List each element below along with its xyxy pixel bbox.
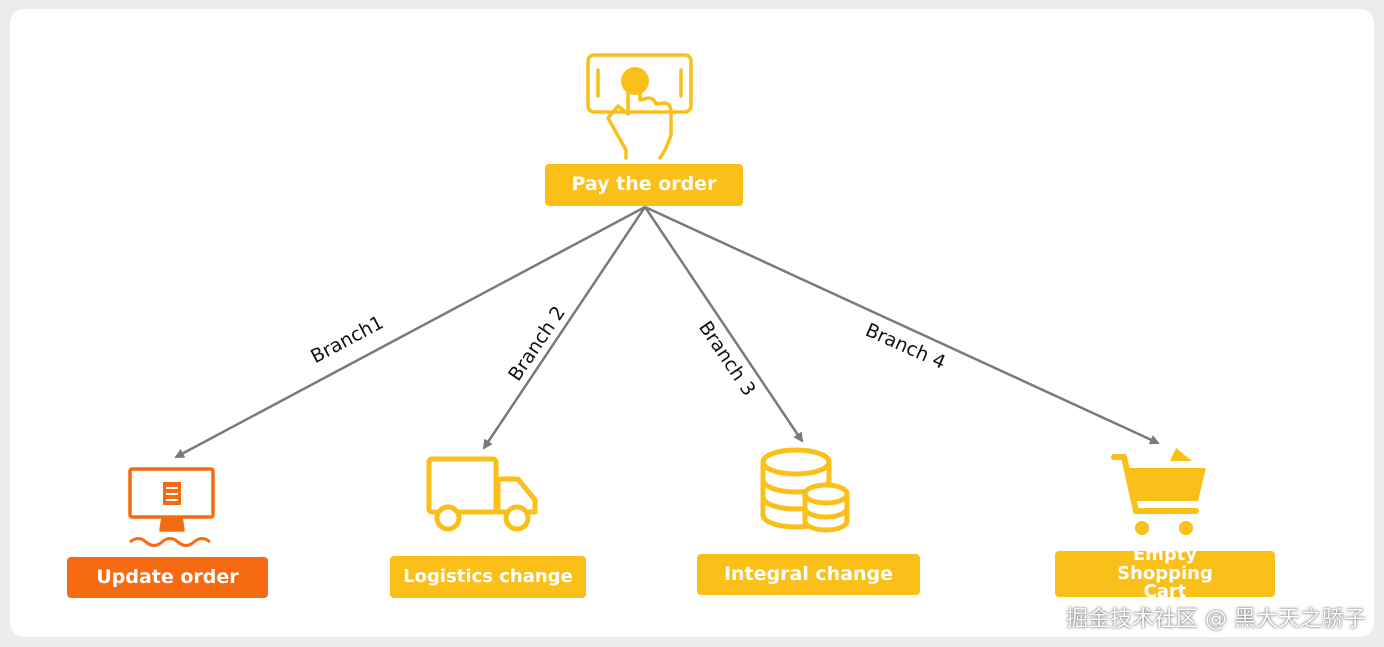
node-pay-the-order: Pay the order	[545, 164, 743, 206]
node-logistics-change: Logistics change	[390, 556, 586, 598]
truck-icon	[426, 456, 538, 532]
node-update-order: Update order	[67, 557, 268, 598]
coins-icon	[760, 447, 850, 533]
shopping-cart-icon	[1111, 448, 1206, 535]
node-empty-shopping-cart: Empty Shopping Cart	[1055, 545, 1275, 601]
edge-branch-2	[482, 206, 647, 450]
edge-label-branch-2: Branch 2	[504, 302, 570, 385]
watermark-text: 掘金技术社区 @ 黑大天之骄子	[1066, 607, 1366, 632]
edge-branch-3	[643, 206, 804, 443]
edge-branch-1	[174, 205, 646, 459]
node-integral-change: Integral change	[697, 554, 920, 595]
edge-branch-4	[644, 205, 1160, 445]
edge-label-branch-1: Branch1	[307, 311, 387, 368]
phone-tap-icon	[586, 53, 693, 160]
monitor-icon	[128, 467, 215, 547]
